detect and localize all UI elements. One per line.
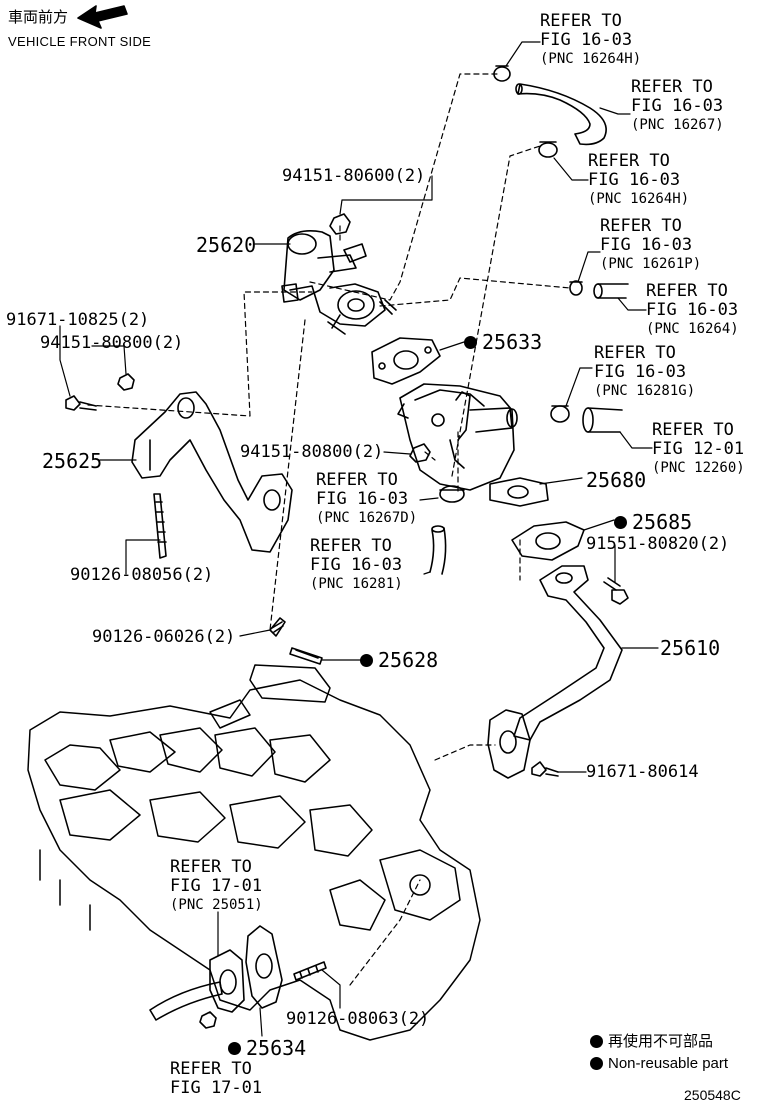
clamp-16281g (550, 405, 570, 423)
part-90126-06026: 90126-06026(2) (92, 627, 236, 647)
legend-bullet-icon (590, 1035, 603, 1048)
non-reusable-bullet-icon (228, 1041, 241, 1055)
clamp-16261p (569, 280, 583, 296)
bolt-91671-10825 (65, 395, 97, 411)
hose-16267 (515, 83, 607, 146)
non-reusable-bullet-icon (614, 515, 627, 529)
nut-lower-flange (199, 1011, 217, 1029)
part-25634: 25634 (228, 1038, 306, 1058)
diagram-code: 250548C (684, 1087, 741, 1103)
part-25625: 25625 (42, 449, 103, 473)
part-25680: 25680 (586, 468, 647, 492)
part-91551-80820: 91551-80820(2) (586, 534, 730, 554)
clamp-16267d (439, 485, 465, 503)
part-91671-10825: 91671-10825(2) (6, 310, 150, 330)
hose-16281 (429, 525, 447, 575)
part-25685: 25685 (614, 512, 692, 532)
part-90126-08063: 90126-08063(2) (286, 1009, 430, 1029)
nut-94151-80600 (329, 213, 351, 235)
dashed-guide-lines (87, 73, 571, 986)
part-94151-80600: 94151-80600(2) (282, 166, 426, 186)
nut-94151-80800-lower (409, 443, 431, 463)
non-reusable-bullet-icon (360, 653, 373, 667)
part-25633: 25633 (464, 332, 542, 352)
part-90126-08056: 90126-08056(2) (70, 565, 214, 585)
part-25610: 25610 (660, 636, 721, 660)
part-91671-80614: 91671-80614 (586, 762, 699, 782)
front-arrow-icon (77, 5, 128, 29)
hose-12260 (582, 407, 623, 433)
stud-90126-06026 (269, 617, 286, 637)
bracket-25625 (131, 391, 293, 553)
gasket-25633 (371, 337, 441, 385)
hose-16264 (593, 283, 629, 299)
bolt-91671-80614 (531, 761, 559, 777)
front-label-cjk: 車両前方 (8, 9, 69, 26)
gasket-25628 (289, 647, 323, 665)
part-25628: 25628 (360, 650, 438, 670)
pipe-25051 (149, 949, 245, 1021)
gasket-25634 (245, 925, 283, 1009)
nut-94151-80800-upper (117, 373, 135, 391)
leader-lines (59, 41, 659, 1037)
egr-valve-25620 (281, 230, 397, 335)
part-94151-80800-lower: 94151-80800(2) (240, 442, 384, 462)
bolt-91551-80820 (603, 577, 629, 605)
clamp-16264h-lower (538, 141, 558, 158)
pipe-25610 (487, 565, 623, 779)
front-label-en: VEHICLE FRONT SIDE (8, 34, 152, 49)
legend-bullet-icon (590, 1057, 603, 1070)
legend-en: Non-reusable part (590, 1056, 728, 1071)
part-94151-80800-upper: 94151-80800(2) (40, 333, 184, 353)
non-reusable-bullet-icon (464, 335, 477, 349)
stud-90126-08056 (153, 493, 167, 559)
gasket-25685 (511, 521, 585, 561)
egr-cooler-25680 (397, 383, 549, 507)
legend-cjk: 再使用不可部品 (590, 1034, 713, 1049)
part-25620: 25620 (196, 233, 257, 257)
stud-90126-08063 (293, 961, 327, 981)
engine-manifold-outline (27, 664, 481, 1041)
